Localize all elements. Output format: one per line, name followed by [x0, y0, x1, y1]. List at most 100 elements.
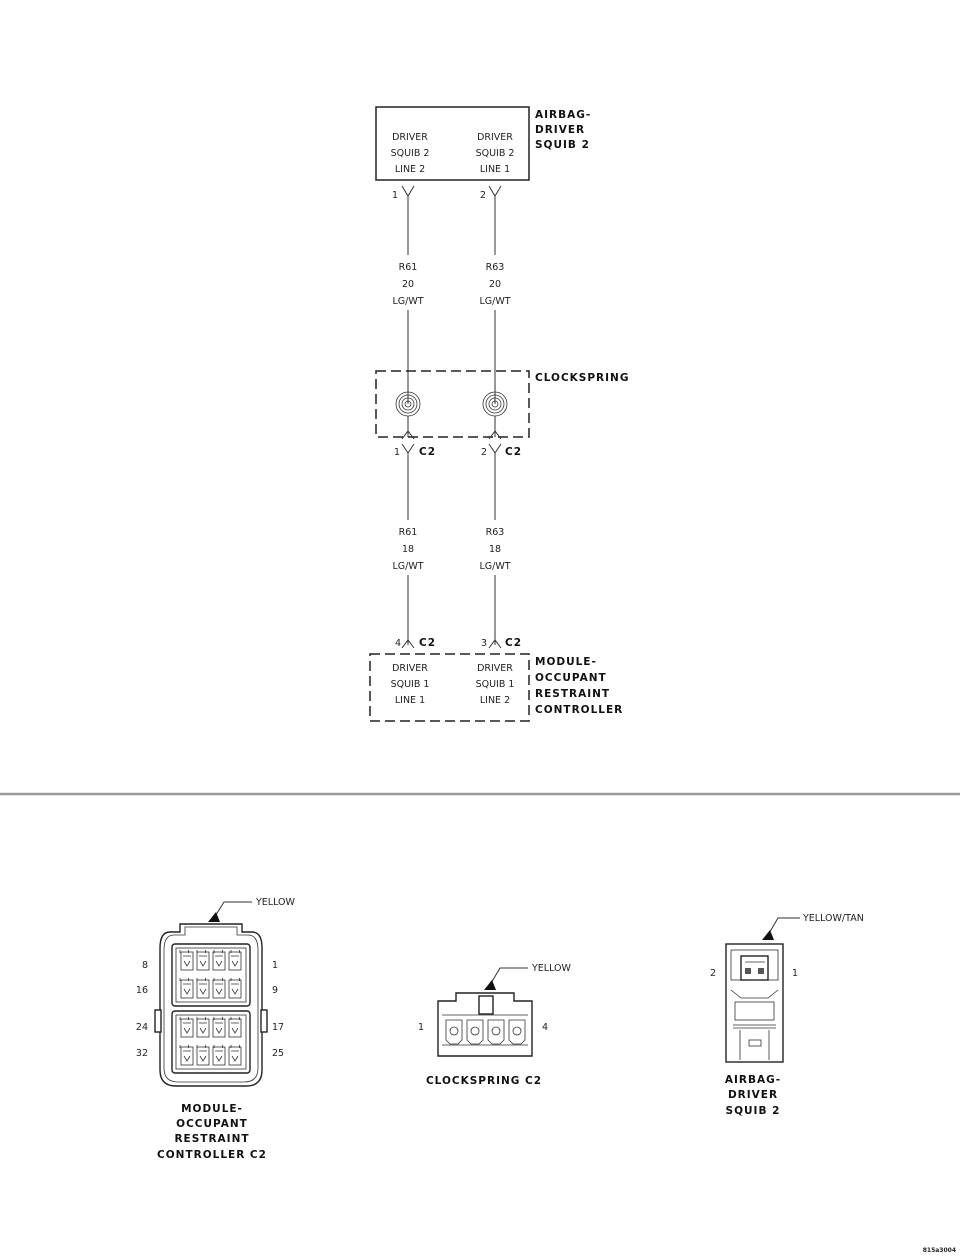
cavity	[196, 979, 210, 999]
clockspring-terminal-right	[488, 443, 502, 454]
wire-r63-upper-color: LG/WT	[479, 296, 510, 307]
cavity	[196, 951, 210, 971]
airbag-terminal-left	[401, 185, 415, 197]
airbag-right-line-1: DRIVER	[477, 132, 513, 143]
cs-cavity	[445, 1019, 463, 1045]
clockspring-view-pin-4: 4	[542, 1022, 548, 1033]
orc-box	[369, 653, 530, 722]
orc-view-color: YELLOW	[255, 897, 296, 908]
airbag-view-caption-1: AIRBAG-	[725, 1074, 781, 1086]
airbag-view-caption-2: DRIVER	[728, 1089, 778, 1101]
cavity	[228, 979, 242, 999]
orc-left-line-3: LINE 1	[395, 695, 425, 706]
cs-cavity	[508, 1019, 526, 1045]
cavity	[228, 1046, 242, 1066]
clockspring-connector-view: YELLOW 1 4 CLOCKSPRING C2	[418, 963, 572, 1087]
cavity	[212, 1046, 226, 1066]
cavity	[212, 1018, 226, 1038]
clockspring-coil-left	[395, 391, 421, 417]
airbag-view-color: YELLOW/TAN	[802, 913, 864, 924]
cavity	[196, 1046, 210, 1066]
orc-conn-left: C2	[419, 637, 436, 649]
clockspring-box	[375, 370, 530, 438]
orc-left-line-1: DRIVER	[392, 663, 428, 674]
airbag-right-line-3: LINE 1	[480, 164, 510, 175]
cavity-terminal	[215, 955, 223, 967]
cavity-terminal	[215, 1022, 223, 1034]
clockspring-female-left	[401, 430, 415, 440]
airbag-title-line-1: AIRBAG-	[535, 109, 591, 121]
cavity-terminal	[215, 1050, 223, 1062]
wire-r63-upper-circuit: R63	[486, 262, 505, 273]
clockspring-female-right	[488, 430, 502, 440]
orc-view-pin-25: 25	[272, 1048, 284, 1059]
wire-r61-lower-color: LG/WT	[392, 561, 423, 572]
orc-view-pin-9: 9	[272, 985, 278, 996]
wire-r63-upper-gauge: 20	[489, 279, 501, 290]
cavity-terminal	[231, 1022, 239, 1034]
clockspring-view-color: YELLOW	[531, 963, 572, 974]
orc-title: MODULE- OCCUPANT RESTRAINT CONTROLLER	[535, 656, 623, 716]
wire-r61-upper-gauge: 20	[402, 279, 414, 290]
clockspring-terminal-left	[401, 443, 415, 454]
cs-cavity-pin	[470, 1026, 480, 1036]
airbag-squib-box: DRIVER SQUIB 2 LINE 2 DRIVER SQUIB 2 LIN…	[375, 106, 530, 181]
orc-right-line-3: LINE 2	[480, 695, 510, 706]
orc-terminal-right	[488, 639, 502, 649]
cs-cavity-pin	[512, 1026, 522, 1036]
orc-view-pin-16: 16	[136, 985, 148, 996]
orc-view-caption-3: RESTRAINT	[174, 1133, 249, 1145]
cavity	[228, 1018, 242, 1038]
clockspring-view-caption: CLOCKSPRING C2	[426, 1075, 542, 1087]
orc-view-pin-24: 24	[136, 1022, 148, 1033]
airbag-title-line-2: DRIVER	[535, 124, 585, 136]
wire-r61-lower-circuit: R61	[399, 527, 418, 538]
cavity-terminal	[199, 983, 207, 995]
orc-view-pin-32: 32	[136, 1048, 148, 1059]
cavity	[180, 951, 194, 971]
airbag-left-line-2: SQUIB 2	[391, 148, 430, 159]
orc-title-line-1: MODULE-	[535, 656, 597, 668]
orc-view-pin-17: 17	[272, 1022, 284, 1033]
airbag-title-line-3: SQUIB 2	[535, 139, 590, 151]
clockspring-conn-left: C2	[419, 446, 436, 458]
orc-view-caption-4: CONTROLLER C2	[157, 1149, 267, 1161]
cavity-terminal	[183, 1022, 191, 1034]
orc-conn-right: C2	[505, 637, 522, 649]
orc-title-line-4: CONTROLLER	[535, 704, 623, 716]
cavity	[180, 1046, 194, 1066]
cs-cavity	[487, 1019, 505, 1045]
figure-id: 815a3004	[923, 1247, 956, 1254]
orc-title-line-3: RESTRAINT	[535, 688, 610, 700]
orc-pin-left: 4	[395, 638, 401, 649]
orc-terminal-left	[401, 639, 415, 649]
orc-title-line-2: OCCUPANT	[535, 672, 607, 684]
cavity-terminal	[199, 955, 207, 967]
airbag-view-pin-2: 2	[710, 968, 716, 979]
clockspring-title: CLOCKSPRING	[535, 372, 629, 384]
cs-cavity-pin	[449, 1026, 459, 1036]
wire-r61-upper-circuit: R61	[399, 262, 418, 273]
wire-r61-lower-gauge: 18	[402, 544, 414, 555]
orc-left-line-2: SQUIB 1	[391, 679, 430, 690]
airbag-title: AIRBAG- DRIVER SQUIB 2	[535, 109, 591, 151]
airbag-view-pin-1: 1	[792, 968, 798, 979]
clockspring-pin-right: 2	[481, 447, 487, 458]
cavity	[212, 979, 226, 999]
wire-r63-lower-circuit: R63	[486, 527, 505, 538]
cavity-terminal	[231, 955, 239, 967]
airbag-terminal-right	[488, 185, 502, 197]
orc-connector-view: YELLOW 8 1 16 9 24 17 32 25 MODULE- OCCU…	[136, 897, 296, 1161]
cavity-terminal	[199, 1050, 207, 1062]
cavity-terminal	[183, 983, 191, 995]
cs-cavity-pin	[491, 1026, 501, 1036]
cavity	[212, 951, 226, 971]
wire-r61-upper-color: LG/WT	[392, 296, 423, 307]
cavity-terminal	[231, 1050, 239, 1062]
orc-view-pin-1: 1	[272, 960, 278, 971]
clockspring-pin-left: 1	[394, 447, 400, 458]
cavity-terminal	[199, 1022, 207, 1034]
cavity-terminal	[183, 955, 191, 967]
airbag-pin-right: 2	[480, 190, 486, 201]
